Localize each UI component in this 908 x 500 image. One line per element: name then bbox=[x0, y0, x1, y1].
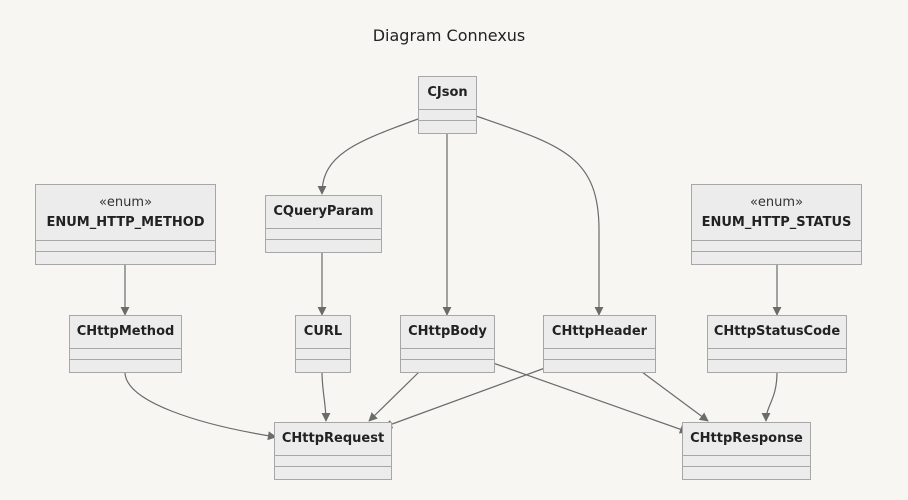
class-name: CHttpResponse bbox=[690, 431, 803, 446]
edge-chttpbody-chttpresponse bbox=[492, 362, 689, 434]
class-chttpstatuscode[interactable]: CHttpStatusCode bbox=[707, 315, 847, 373]
class-name: CURL bbox=[303, 324, 343, 339]
class-chttpresponse[interactable]: CHttpResponse bbox=[682, 422, 811, 480]
class-name: CHttpHeader bbox=[551, 324, 648, 339]
class-enum-http-status[interactable]: «enum» ENUM_HTTP_STATUS bbox=[691, 184, 862, 265]
edge-curl-chttprequest bbox=[321, 371, 331, 422]
class-name: CHttpBody bbox=[408, 324, 487, 339]
class-chttpheader[interactable]: CHttpHeader bbox=[543, 315, 656, 373]
class-chttpmethod[interactable]: CHttpMethod bbox=[69, 315, 182, 373]
class-chttpbody[interactable]: CHttpBody bbox=[400, 315, 495, 373]
class-name: CQueryParam bbox=[273, 204, 374, 219]
class-cqueryparam[interactable]: CQueryParam bbox=[265, 195, 382, 253]
class-name: CHttpMethod bbox=[76, 324, 175, 339]
class-stereotype: «enum» bbox=[98, 194, 153, 210]
class-stereotype: «enum» bbox=[749, 194, 804, 210]
edge-chttpheader-chttpresponse bbox=[641, 371, 709, 422]
edge-chttpheader-chttprequest bbox=[383, 367, 546, 429]
class-cjson[interactable]: CJson bbox=[418, 76, 477, 134]
diagram-title: Diagram Connexus bbox=[372, 26, 526, 45]
class-name: ENUM_HTTP_METHOD bbox=[46, 214, 205, 230]
edge-cjson-cqueryparam bbox=[317, 118, 419, 195]
edge-chttpstatuscode-chttpresponse bbox=[761, 371, 778, 422]
class-name: CHttpStatusCode bbox=[713, 324, 841, 339]
edge-cjson-chttpheader bbox=[475, 115, 604, 316]
edge-chttpmethod-chttprequest bbox=[124, 371, 277, 441]
edge-chttpbody-chttprequest bbox=[368, 371, 420, 422]
class-name: CJson bbox=[427, 85, 468, 100]
class-enum-http-method[interactable]: «enum» ENUM_HTTP_METHOD bbox=[35, 184, 216, 265]
class-name: CHttpRequest bbox=[281, 431, 385, 446]
class-name: ENUM_HTTP_STATUS bbox=[701, 214, 852, 230]
class-curl[interactable]: CURL bbox=[295, 315, 351, 373]
class-chttprequest[interactable]: CHttpRequest bbox=[274, 422, 392, 480]
